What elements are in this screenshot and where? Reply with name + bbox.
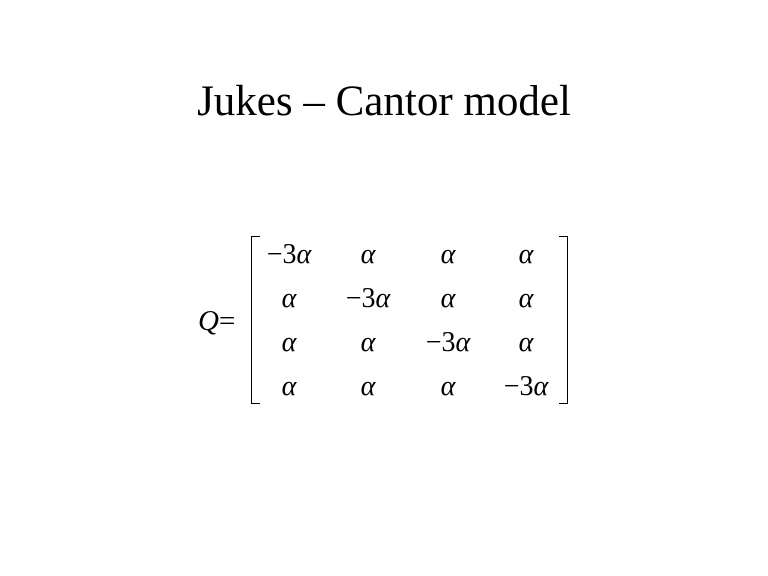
cell-coefficient: −3 <box>425 327 456 358</box>
cell-variable: α <box>360 239 376 270</box>
cell-variable: α <box>375 283 391 314</box>
cell-variable: α <box>440 283 456 314</box>
cell-coefficient: −3 <box>345 283 376 314</box>
matrix-cell: α <box>328 371 408 403</box>
matrix-cell: α <box>408 371 488 403</box>
matrix-lhs: Q= <box>198 304 235 338</box>
cell-variable: α <box>440 371 456 402</box>
matrix-cell: α <box>249 327 329 359</box>
matrix-cell: α <box>328 239 408 271</box>
cell-variable: α <box>296 239 312 270</box>
matrix-cell: α <box>408 283 488 315</box>
cell-variable: α <box>518 283 534 314</box>
cell-coefficient: −3 <box>503 371 534 402</box>
slide-title: Jukes – Cantor model <box>197 78 571 125</box>
matrix-cell: α <box>249 371 329 403</box>
matrix-cell: −3α <box>249 239 329 271</box>
cell-variable: α <box>281 371 297 402</box>
matrix-cell: α <box>486 283 566 315</box>
q-symbol: Q <box>198 305 219 337</box>
matrix-cell: −3α <box>486 371 566 403</box>
right-bracket <box>559 236 568 404</box>
cell-variable: α <box>533 371 549 402</box>
cell-variable: α <box>281 327 297 358</box>
cell-variable: α <box>518 327 534 358</box>
cell-variable: α <box>518 239 534 270</box>
matrix-cell: α <box>486 327 566 359</box>
matrix-cell: α <box>249 283 329 315</box>
matrix-cell: −3α <box>408 327 488 359</box>
cell-variable: α <box>455 327 471 358</box>
cell-variable: α <box>281 283 297 314</box>
matrix-cell: α <box>486 239 566 271</box>
equals-sign: = <box>218 305 236 337</box>
cell-coefficient: −3 <box>266 239 297 270</box>
cell-variable: α <box>360 371 376 402</box>
matrix-cell: α <box>408 239 488 271</box>
cell-variable: α <box>440 239 456 270</box>
left-bracket <box>251 236 260 404</box>
matrix-cell: α <box>328 327 408 359</box>
cell-variable: α <box>360 327 376 358</box>
matrix-cell: −3α <box>328 283 408 315</box>
